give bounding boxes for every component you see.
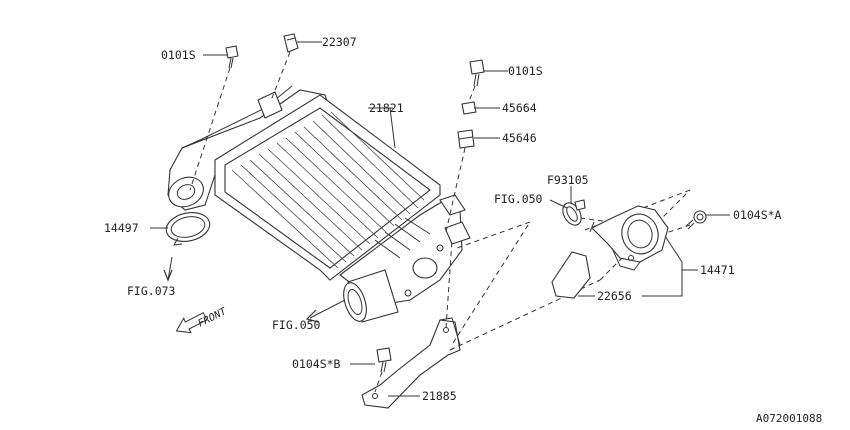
label-clip: 22307	[322, 35, 357, 49]
label-front: FRONT	[196, 306, 229, 330]
label-cushion-upper: 45664	[502, 101, 537, 115]
bracket-drawing	[361, 239, 461, 409]
intercooler-drawing	[167, 85, 471, 323]
label-duct: 14471	[700, 263, 735, 277]
pointer-arrows	[163, 269, 319, 323]
core-fins	[231, 111, 425, 269]
label-cushion-lower: 45646	[502, 131, 537, 145]
label-fig-050-upper: FIG.050	[494, 192, 543, 206]
drawing-code: A072001088	[756, 412, 822, 425]
label-gasket-right: 22656	[597, 289, 632, 303]
inlet-flange	[168, 176, 204, 208]
cushion-lower-drawing	[445, 129, 475, 233]
label-bolt-b: 0104S*B	[292, 357, 341, 371]
hose-clamp-drawing	[562, 199, 586, 226]
label-fig-050-lower: FIG.050	[272, 318, 321, 332]
leader-lines	[150, 41, 730, 397]
duct-drawing	[589, 205, 669, 271]
bolt-b-drawing	[374, 347, 392, 393]
label-gasket-left: 14497	[104, 221, 139, 235]
label-bolt-top-right: 0101S	[508, 64, 543, 78]
bolt-top-right-drawing	[467, 59, 485, 105]
clip-drawing	[271, 33, 299, 99]
bolt-a-drawing	[685, 210, 707, 230]
front-arrow-icon	[175, 312, 208, 334]
label-intercooler: 21821	[369, 101, 404, 115]
label-bolt-a: 0104S*A	[733, 208, 782, 222]
label-fig-073: FIG.073	[127, 284, 176, 298]
gasket-left-drawing	[165, 212, 211, 246]
label-hose-clamp: F93105	[547, 173, 589, 187]
gasket-right-drawing	[551, 251, 591, 299]
label-bolt-top-left: 0101S	[161, 48, 196, 62]
label-bracket: 21885	[422, 389, 457, 403]
outlet-boss	[412, 257, 438, 279]
cushion-upper-drawing	[461, 101, 477, 115]
